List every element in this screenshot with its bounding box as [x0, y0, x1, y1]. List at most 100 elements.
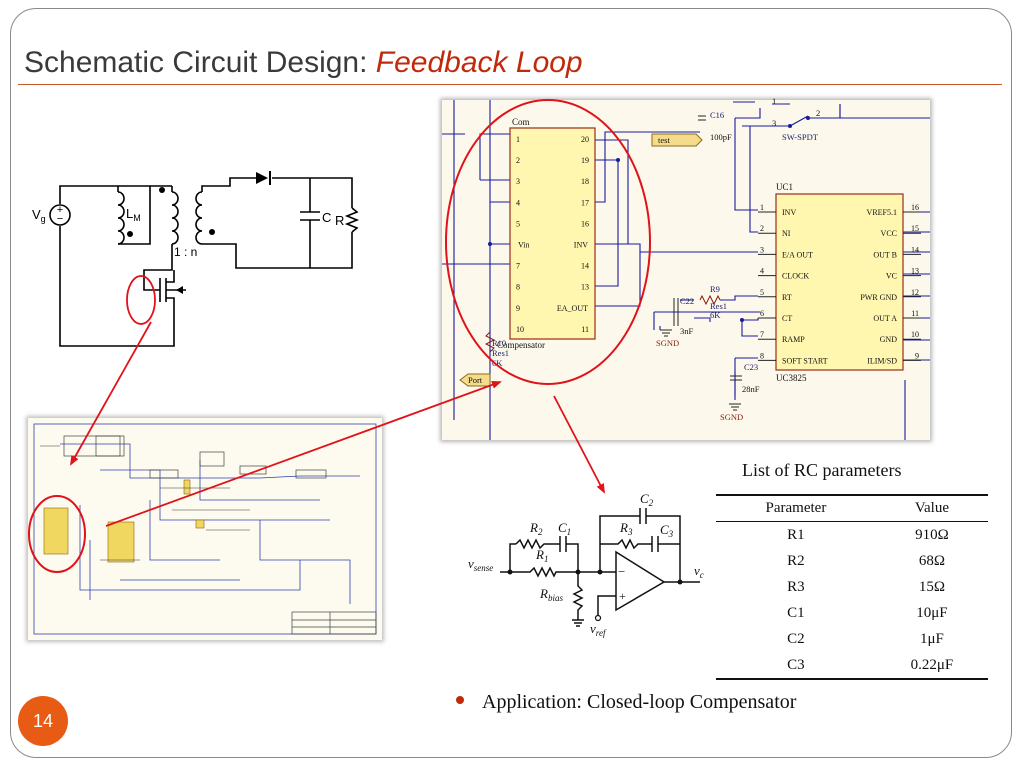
ic-pin-name: E/A OUT: [782, 250, 813, 259]
ic-pin-number: 18: [581, 177, 589, 186]
table-row: R1 910Ω: [716, 522, 988, 549]
switch-pin-3: 3: [772, 118, 776, 128]
turns-ratio: 1 : n: [174, 245, 197, 259]
c23-ref: C23: [744, 362, 758, 372]
ic-pin-name: EA_OUT: [557, 304, 588, 313]
bullet-dot-icon: [456, 696, 464, 705]
sgnd-label-1: SGND: [656, 338, 679, 348]
bullet-item: Application: Closed-loop Compensator: [456, 691, 796, 714]
ic-pin-number: 14: [911, 245, 919, 254]
vsense-label: vsense: [468, 556, 493, 573]
rc-param: R1: [787, 526, 805, 543]
rc-value: 1μF: [919, 630, 944, 647]
ic-pin-name: ILIM/SD: [867, 356, 897, 365]
ic-pin-name: NI: [782, 229, 791, 238]
cap-label: C: [322, 210, 331, 225]
port-label: Port: [468, 375, 483, 385]
r9-ref: R9: [710, 284, 720, 294]
compensator-label: Compensator: [497, 340, 545, 350]
ic-pin-name: RAMP: [782, 335, 805, 344]
ic-pin-name: Vin: [518, 241, 530, 250]
ic-pin-number: 4: [760, 267, 764, 276]
switch-pin-1: 1: [772, 96, 776, 106]
ic-pin-name: CT: [782, 314, 792, 323]
table-row: C2 1μF: [716, 626, 988, 652]
opamp-minus: −: [618, 564, 625, 579]
svg-text:+: +: [57, 204, 63, 216]
ic-pin-number: 3: [760, 245, 764, 254]
res-label: R: [335, 213, 344, 228]
controller-part: UC3825: [776, 373, 807, 383]
rc-param: C1: [787, 604, 805, 621]
compensator-highlight: [445, 99, 651, 385]
ic-pin-name: VREF5.1: [867, 208, 897, 217]
rc-param: C2: [787, 630, 805, 647]
ic-pin-number: 4: [516, 198, 520, 207]
r9-type: Res1: [710, 301, 727, 311]
port-tag: [459, 373, 491, 387]
controller-ref: UC1: [776, 182, 793, 192]
ic-pin-number: 13: [911, 267, 919, 276]
switch-pin-2: 2: [816, 108, 820, 118]
ic-pin-number: 5: [516, 219, 520, 228]
ic-pin-name: VC: [886, 272, 897, 281]
ic-pin-number: 15: [911, 224, 919, 233]
ic-pin-name: GND: [880, 335, 898, 344]
arrow-schematic-to-opamp: [553, 395, 605, 494]
ic-pin-number: 10: [516, 325, 524, 334]
vref-label: vref: [590, 621, 607, 638]
table-row: R2 68Ω: [716, 548, 988, 574]
ic-pin-name: CLOCK: [782, 272, 809, 281]
bullet-text: Application: Closed-loop Compensator: [482, 691, 797, 713]
r2-label: R2: [529, 520, 543, 537]
rc-value: 0.22μF: [875, 652, 988, 680]
c16-ref: C16: [710, 110, 724, 120]
ic-pin-number: 13: [581, 283, 589, 292]
rc-param: R2: [787, 552, 805, 569]
ic-pin-number: 5: [760, 288, 764, 297]
ic-pin-number: 2: [516, 156, 520, 165]
ic-pin-number: 12: [911, 288, 919, 297]
c22-ref: C22: [680, 296, 694, 306]
pcb-panel: [28, 418, 382, 640]
rc-value: 910Ω: [915, 526, 949, 543]
ic-pin-number: 2: [760, 224, 764, 233]
arrow-pcb-to-schematic: [105, 380, 502, 527]
c2-label: C2: [640, 491, 654, 508]
ic-pin-number: 3: [516, 177, 520, 186]
ic-pin-name: RT: [782, 293, 792, 302]
title-main: Schematic Circuit Design:: [24, 46, 376, 79]
ic-pin-number: 9: [516, 304, 520, 313]
ic-pin-name: INV: [782, 208, 796, 217]
table-row: R3 15Ω: [716, 574, 988, 600]
r10-value: 6K: [492, 358, 503, 368]
rc-header-value: Value: [875, 494, 988, 522]
rc-value: 15Ω: [918, 578, 946, 595]
slide-title: Schematic Circuit Design: Feedback Loop: [24, 46, 583, 80]
ic-pin-number: 11: [581, 325, 589, 334]
switch-label: SW-SPDT: [782, 132, 819, 142]
r1-label: R1: [535, 547, 548, 564]
ic-pin-number: 8: [516, 283, 520, 292]
c16-value: 100pF: [710, 132, 732, 142]
rc-value: 68Ω: [918, 552, 946, 569]
ic-pin-name: PWR GND: [860, 293, 897, 302]
ic-pin-number: 8: [760, 351, 764, 360]
ic-pin-name: INV: [574, 241, 588, 250]
rc-param: R3: [787, 578, 805, 595]
ic-pin-number: 7: [760, 330, 764, 339]
pcb-highlight: [28, 495, 86, 573]
c3-label: C3: [660, 522, 674, 539]
r9-value: 6K: [710, 310, 721, 320]
test-port-tag: [651, 133, 703, 147]
ic-pin-number: 10: [911, 330, 919, 339]
compensator-ref: Com: [512, 117, 530, 127]
